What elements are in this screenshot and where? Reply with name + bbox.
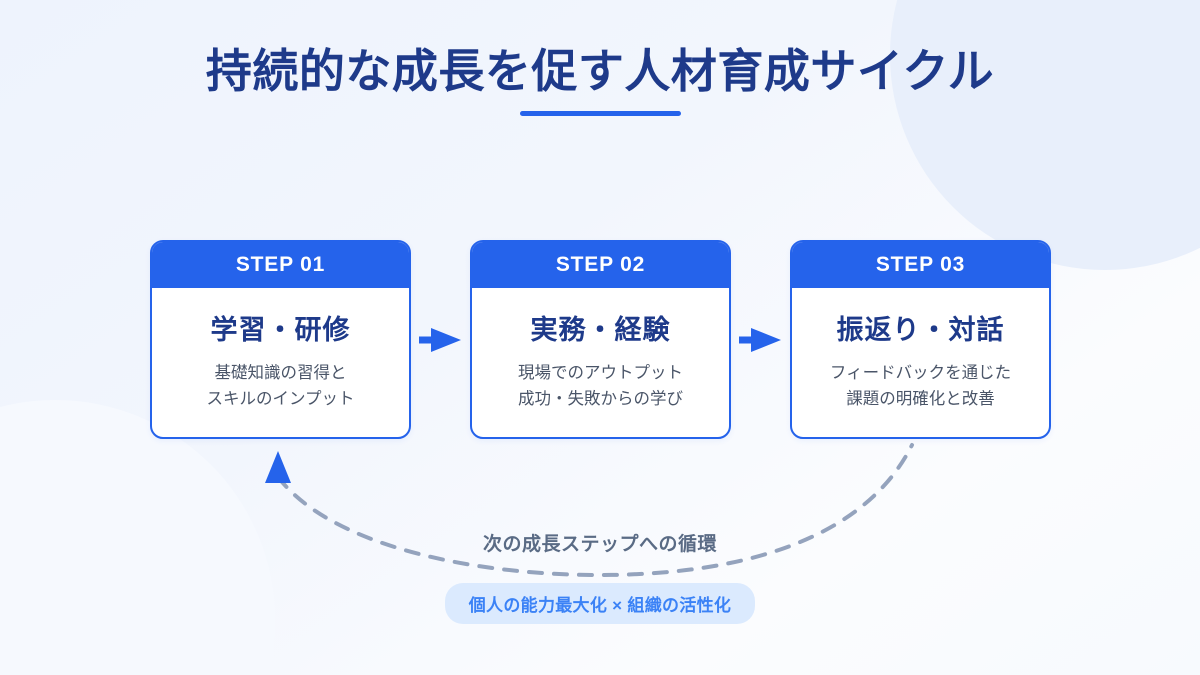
- step-card-2-title: 実務・経験: [530, 315, 671, 346]
- right-arrow-icon: [418, 327, 461, 352]
- step-card-3[interactable]: STEP 03 振返り・対話 フィードバックを通じた 課題の明確化と改善: [790, 240, 1051, 439]
- step-card-3-desc-line-1: フィードバックを通じた: [829, 364, 1012, 383]
- step-card-1-desc-line-2: スキルのインプット: [206, 390, 355, 408]
- step-card-3-header: STEP 03: [792, 242, 1049, 288]
- step-card-2-body: 実務・経験 現場でのアウトプット 成功・失敗からの学び: [472, 288, 729, 437]
- step-card-1-description: 基礎知識の習得と スキルのインプット: [206, 361, 354, 412]
- step-card-1-header: STEP 01: [152, 242, 409, 288]
- title-underline: [520, 111, 681, 116]
- step-card-2-desc-line-2: 成功・失敗からの学び: [518, 390, 683, 408]
- cycle-label: 次の成長ステップへの循環: [482, 534, 717, 555]
- arrow-gap-1: [411, 240, 470, 439]
- right-arrow-icon: [738, 327, 781, 352]
- step-card-1-title: 学習・研修: [210, 315, 351, 346]
- summary-badge: 個人の能力最大化 × 組織の活性化: [444, 583, 756, 624]
- step-card-3-title: 振返り・対話: [836, 315, 1005, 346]
- decorative-circle-top-right: [890, 0, 1200, 270]
- arrow-gap-2: [731, 240, 790, 439]
- step-card-2-description: 現場でのアウトプット 成功・失敗からの学び: [518, 361, 683, 412]
- step-card-1-body: 学習・研修 基礎知識の習得と スキルのインプット: [152, 288, 409, 437]
- steps-row: STEP 01 学習・研修 基礎知識の習得と スキルのインプット STEP 02…: [150, 240, 1051, 439]
- up-arrow-icon: [265, 451, 291, 483]
- step-card-3-body: 振返り・対話 フィードバックを通じた 課題の明確化と改善: [792, 288, 1049, 437]
- step-card-2-header: STEP 02: [472, 242, 729, 288]
- page-title: 持続的な成長を促す人材育成サイクル: [205, 45, 995, 97]
- step-card-2-desc-line-1: 現場でのアウトプット: [518, 364, 683, 383]
- step-card-3-description: フィードバックを通じた 課題の明確化と改善: [830, 361, 1011, 412]
- badge-wrapper: 個人の能力最大化 × 組織の活性化: [0, 583, 1200, 624]
- step-card-3-desc-line-2: 課題の明確化と改善: [846, 390, 995, 408]
- title-block: 持続的な成長を促す人材育成サイクル: [0, 44, 1200, 99]
- step-card-1[interactable]: STEP 01 学習・研修 基礎知識の習得と スキルのインプット: [150, 240, 411, 439]
- step-card-1-desc-line-1: 基礎知識の習得と: [214, 364, 347, 383]
- step-card-2[interactable]: STEP 02 実務・経験 現場でのアウトプット 成功・失敗からの学び: [470, 240, 731, 439]
